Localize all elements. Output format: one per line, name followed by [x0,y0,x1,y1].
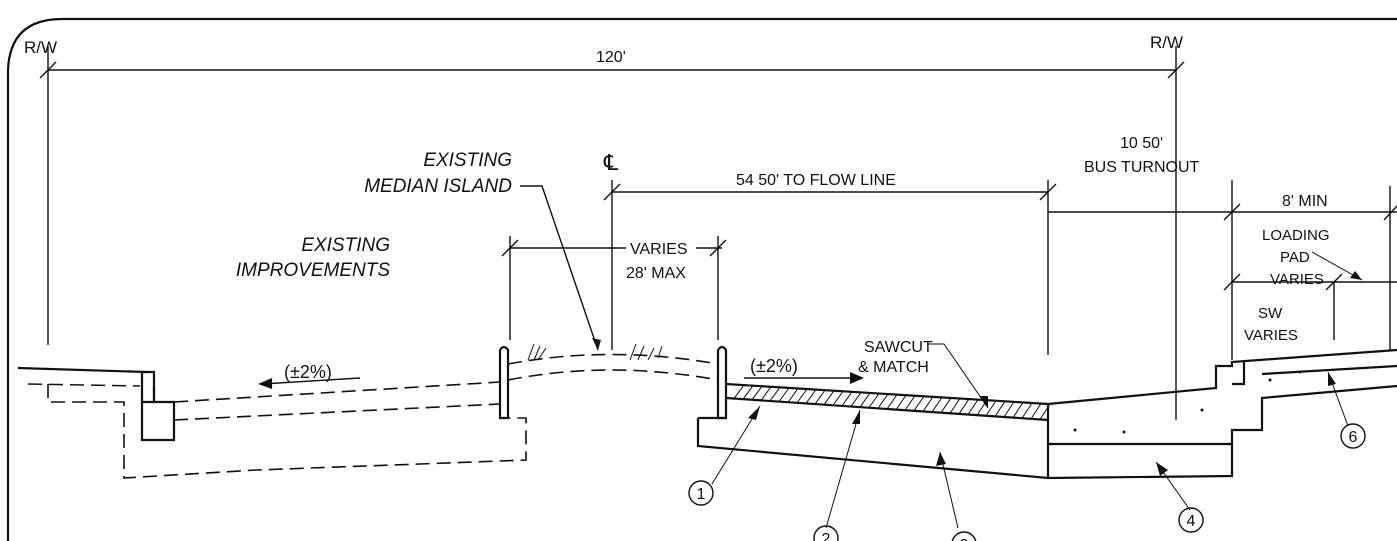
svg-text:1: 1 [697,486,706,503]
hatch-line [859,392,871,408]
sw-line2: VARIES [1244,327,1298,344]
sw-line1: SW [1258,305,1283,322]
hatch-line [949,398,961,414]
sheet-border [6,17,1397,541]
existing-median-label: EXISTING MEDIAN ISLAND [364,150,601,351]
hatch-line [760,386,772,401]
sawcut-line2: & MATCH [858,359,929,376]
flow-line-dimension: 54 50' TO FLOW LINE [603,172,1057,355]
hatch-line [994,401,1006,417]
hatch-line [796,388,808,404]
hatch-line [769,387,781,402]
median-island [498,343,728,420]
existing-left-section: (±2%) [17,362,527,479]
hatch-line [850,392,862,407]
rw-right-label: R/W [1150,33,1183,52]
hatch-line [886,394,898,410]
overall-width-label: 120' [596,49,626,66]
loading-pad-line3: VARIES [1270,271,1324,288]
sawcut-line1: SAWCUT [864,339,933,356]
centerline: ℄ [603,150,619,350]
loading-pad-line1: LOADING [1262,227,1330,244]
new-pavement-section: (±2%) SAWCUT & MATCH [696,339,1397,480]
callout-4: 4 [1178,507,1204,533]
existing-improvements-line2: IMPROVEMENTS [236,260,390,281]
callout-leaders [711,371,1349,529]
hatch-line [868,393,880,409]
median-width-dimension: VARIES 28' MAX [501,236,727,340]
hatch-line [985,400,997,417]
hatch-line [958,398,970,415]
max-28-label: 28' MAX [626,265,686,282]
hatch-line [742,385,754,400]
loading-pad-label: LOADING PAD VARIES [1223,227,1397,340]
varies-label: VARIES [630,241,688,258]
hatch-line [1030,403,1042,420]
hatch-line [904,395,916,411]
svg-text:3: 3 [960,537,969,541]
centerline-symbol: ℄ [603,150,619,175]
bus-turnout-label: BUS TURNOUT [1084,159,1199,176]
existing-improvements-line1: EXISTING [301,235,390,256]
hatch-line [1039,403,1051,420]
slope-right-label: (±2%) [750,356,798,376]
hatch-line [1021,402,1033,419]
min-8-label: 8' MIN [1282,193,1328,210]
sw-varies-label: SW VARIES [1244,305,1298,344]
hatch-line [922,396,934,412]
existing-median-line1: EXISTING [423,150,512,171]
callout-1: 1 [688,480,714,506]
svg-text:6: 6 [1349,429,1358,446]
svg-text:4: 4 [1187,513,1196,530]
callout-2: 2 [813,525,839,541]
hatch-line [913,395,925,412]
hatch-line [733,384,745,399]
row-dimension: R/W R/W 120' [24,33,1185,420]
hatch-line [931,397,943,413]
svg-text:2: 2 [822,531,831,541]
hatch-line [967,399,979,415]
hatch-line [841,391,853,407]
bus-turnout-dimension: 10 50' BUS TURNOUT [1048,135,1241,360]
hatch-line [805,389,817,404]
hatch-line [814,389,826,405]
loading-pad-line2: PAD [1280,249,1310,266]
hatch-line [778,387,790,402]
hatch-line [832,390,844,406]
existing-median-line2: MEDIAN ISLAND [364,176,512,197]
slope-left-label: (±2%) [284,362,332,382]
flow-line-label: 54 50' TO FLOW LINE [736,172,896,189]
hatch-line [751,385,763,401]
hatch-line [1012,402,1024,418]
min-8-dimension: 8' MIN [1232,186,1397,350]
hatch-line [823,390,835,405]
hatch-line [895,394,907,410]
hatch-line [1003,401,1015,418]
hatch-line [877,393,889,409]
hatch-line [940,397,952,413]
existing-improvements-label: EXISTING IMPROVEMENTS [236,235,390,281]
callout-6: 6 [1340,423,1366,449]
callout-3: 3 [951,531,977,541]
bus-dim-label: 10 50' [1120,135,1163,152]
rw-left-label: R/W [24,38,57,57]
hatch-line [787,388,799,403]
